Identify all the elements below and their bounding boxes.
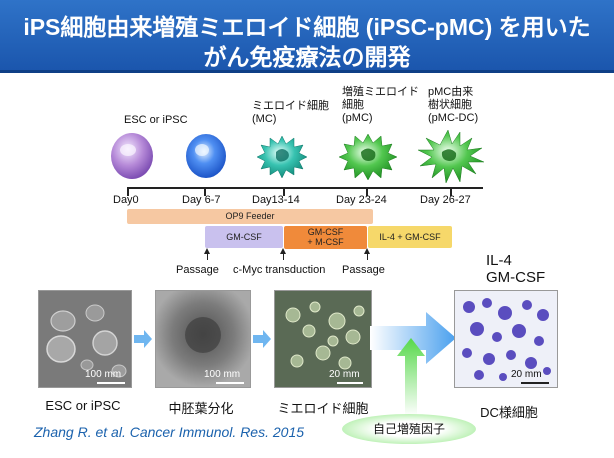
timeline-tick: [450, 187, 452, 196]
photo-caption-mesoderm: 中胚葉分化: [168, 401, 234, 416]
self-growth-factor-badge: 自己増殖因子: [342, 414, 476, 444]
day-label: Day 26-27: [420, 194, 471, 206]
dc-factor-il4: IL-4: [486, 252, 512, 269]
passage-marker: [207, 250, 208, 260]
day-label: Day0: [113, 194, 139, 206]
esc-cell-icon: [111, 133, 153, 179]
dc-micrograph: 20 mm: [454, 290, 558, 388]
arrow-right-icon: [134, 330, 152, 348]
passage-label: Passage: [342, 264, 385, 276]
photo-caption-dc: DC様細胞: [480, 405, 538, 420]
title-banner: iPS細胞由来増殖ミエロイド細胞 (iPSC-pMC) を用いた がん免疫療法の…: [0, 0, 614, 73]
dc-factors: IL-4 GM-CSF: [486, 252, 545, 286]
stage-label-esc: ESC or iPSC: [124, 114, 188, 127]
gmcsf-label: GM-CSF: [226, 232, 262, 242]
gm-mcsf-bar: GM-CSF + M-CSF: [284, 226, 367, 249]
day-label: Day13-14: [252, 194, 300, 206]
cmyc-transduction-label: c-Myc transduction: [233, 264, 326, 276]
op9-feeder-bar: OP9 Feeder: [127, 209, 373, 224]
pmc-cell-icon: [338, 133, 398, 181]
timeline-tick: [127, 187, 129, 196]
scale-bar: [97, 382, 125, 384]
day-label: Day 6-7: [182, 194, 221, 206]
cell-illustrations: [111, 129, 485, 184]
scale-label: 20 mm: [329, 369, 360, 380]
photo-caption-esc: ESC or iPSC: [45, 398, 121, 413]
dc-micrograph-image: [455, 291, 557, 387]
up-arrow-icon: [364, 248, 370, 254]
dc-factor-gmcsf: GM-CSF: [486, 269, 546, 286]
title-line-1: iPS細胞由来増殖ミエロイド細胞 (iPSC-pMC) を用いた: [23, 14, 591, 40]
timeline-tick: [204, 187, 206, 196]
esc-micrograph: 100 mm: [38, 290, 132, 388]
gmcsf-bar: GM-CSF: [205, 226, 283, 248]
myeloid-cell-icon: [256, 135, 308, 179]
stage-label-pmc: 増殖ミエロイド 細胞 (pMC): [342, 86, 419, 124]
stage-label-text: ESC or iPSC: [124, 114, 188, 126]
scale-bar: [337, 382, 363, 384]
timeline-tick: [283, 187, 285, 196]
passage-marker: [367, 250, 368, 260]
il4-gmcsf-bar: IL-4 + GM-CSF: [368, 226, 452, 248]
stage-label-mc: ミエロイド細胞 (MC): [252, 100, 329, 125]
stage-label-pmcdc: pMC由来 樹状細胞 (pMC-DC): [428, 86, 479, 124]
big-arrow-right-icon: [370, 312, 456, 364]
scale-label: 100 mm: [204, 369, 241, 380]
myeloid-micrograph-image: [275, 291, 371, 387]
scale-bar: [216, 382, 244, 384]
green-up-arrow-icon: [397, 338, 425, 416]
scale-label: 20 mm: [511, 369, 542, 380]
day-label: Day 23-24: [336, 194, 387, 206]
title-line-2: がん免疫療法の開発: [203, 44, 411, 70]
gm-mcsf-label-1: GM-CSF: [307, 227, 344, 237]
dendritic-cell-icon: [417, 129, 485, 184]
mesoderm-cell-icon: [186, 134, 226, 178]
timeline-axis: [127, 187, 483, 189]
gm-mcsf-label-2: + M-CSF: [307, 237, 344, 247]
cmyc-marker: [283, 250, 284, 260]
scale-bar: [521, 382, 549, 384]
timeline-tick: [366, 187, 368, 196]
self-growth-factor-label: 自己増殖因子: [372, 422, 445, 436]
arrow-right-icon: [253, 330, 271, 348]
op9-feeder-label: OP9 Feeder: [225, 211, 275, 221]
myeloid-micrograph: 20 mm: [274, 290, 372, 388]
esc-micrograph-image: [39, 291, 131, 387]
up-arrow-icon: [204, 248, 210, 254]
scale-label: 100 mm: [85, 369, 122, 380]
il4-gmcsf-label: IL-4 + GM-CSF: [379, 232, 441, 242]
citation: Zhang R. et al. Cancer Immunol. Res. 201…: [34, 424, 305, 440]
photo-caption-myeloid: ミエロイド細胞: [277, 401, 369, 416]
mesoderm-micrograph-image: [156, 291, 250, 387]
passage-label: Passage: [176, 264, 219, 276]
up-arrow-icon: [280, 248, 286, 254]
mesoderm-micrograph: 100 mm: [155, 290, 251, 388]
